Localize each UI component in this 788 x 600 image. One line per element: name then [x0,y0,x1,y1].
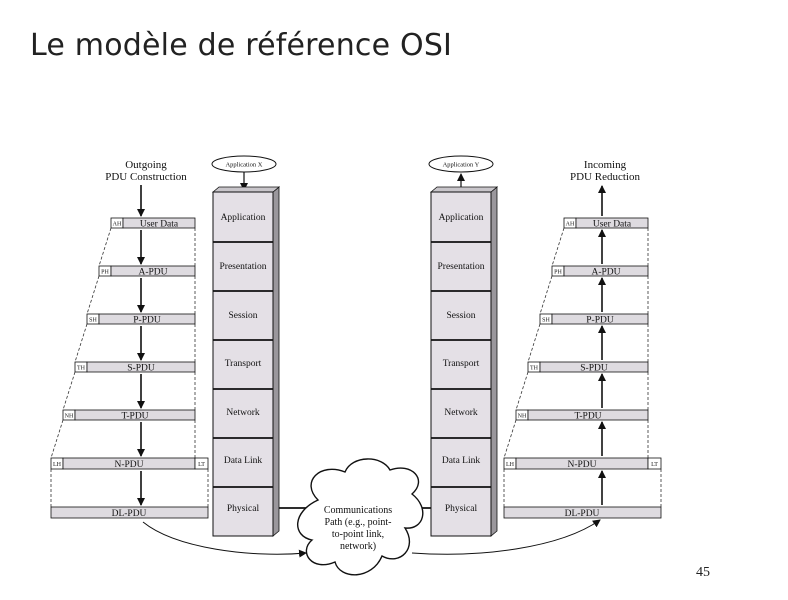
right-pdu-dlpdu: DL-PDU [503,506,662,519]
right-layer-physical: Physical [445,504,478,514]
left-osi-stack: Application Presentation Session Transpo… [211,186,281,537]
app-x-ellipse: Application X [211,155,277,173]
right-layer-session: Session [446,311,475,321]
left-layer-session: Session [228,311,257,321]
right-layer-network: Network [444,408,477,418]
left-pdu-label-userdata: User Data [140,220,179,230]
left-pdu-userdata: AH User Data [110,217,196,230]
right-dashed-guides [503,227,662,507]
right-pdu-spdu: TH S-PDU [527,361,649,374]
app-y-label: Application Y [443,162,480,169]
right-pdu-userdata: AH User Data [563,217,649,230]
app-x-label: Application X [225,162,262,169]
right-trailer-lt: LT [651,462,658,468]
left-dashed-guides [50,227,209,507]
app-y-ellipse: Application Y [428,155,494,173]
left-pdu-tpdu: NH T-PDU [62,409,196,422]
right-header-nh: NH [518,414,527,420]
incoming-caption-line2: PDU Reduction [570,171,640,183]
cloud-text-line2: Path (e.g., point- [325,517,392,528]
right-layer-presentation: Presentation [438,262,485,272]
flow-arrow-to-cloud [142,521,307,558]
right-pdu-label-dlpdu: DL-PDU [565,509,600,519]
right-pdu-label-npdu: N-PDU [567,460,596,470]
left-pdu-label-npdu: N-PDU [114,460,143,470]
flow-arrow-from-cloud [411,519,601,555]
right-pdu-label-userdata: User Data [593,220,632,230]
left-layer-datalink: Data Link [224,456,263,466]
right-pdu-label-apdu: A-PDU [591,268,620,278]
left-layer-presentation: Presentation [220,262,267,272]
right-layer-application: Application [439,213,484,223]
right-layer-transport: Transport [443,359,480,369]
right-pdu-npdu: LH N-PDU LT [503,457,662,470]
incoming-caption-line1: Incoming [584,159,627,171]
left-pdu-label-spdu: S-PDU [127,364,155,374]
right-pdu-apdu: PH A-PDU [551,265,649,278]
left-layer-network: Network [226,408,259,418]
page-number: 45 [696,565,710,580]
left-header-lh: LH [53,462,62,468]
left-header-nh: NH [65,414,74,420]
cloud-text-line1: Communications [324,505,392,516]
outgoing-caption-line2: PDU Construction [105,171,187,183]
right-header-th: TH [530,366,539,372]
right-header-ph: PH [554,270,562,276]
cloud-text-line4: network) [340,541,376,552]
left-pdu-npdu: LH N-PDU LT [50,457,209,470]
left-pdu-label-apdu: A-PDU [138,268,167,278]
left-header-ph: PH [101,270,109,276]
left-trailer-lt: LT [198,462,205,468]
left-layer-physical: Physical [227,504,260,514]
left-pdu-dlpdu: DL-PDU [50,506,209,519]
left-header-ah: AH [113,222,122,228]
right-layer-datalink: Data Link [442,456,481,466]
left-header-th: TH [77,366,86,372]
left-layer-application: Application [221,213,266,223]
left-pdu-ppdu: SH P-PDU [86,313,196,326]
left-pdu-label-ppdu: P-PDU [133,316,161,326]
right-header-lh: LH [506,462,515,468]
left-pdu-apdu: PH A-PDU [98,265,196,278]
left-layer-transport: Transport [225,359,262,369]
cloud-text-line3: to-point link, [332,529,384,540]
right-header-ah: AH [566,222,575,228]
right-pdu-ppdu: SH P-PDU [539,313,649,326]
left-pdu-label-tpdu: T-PDU [121,412,148,422]
right-pdu-tpdu: NH T-PDU [515,409,649,422]
left-pdu-spdu: TH S-PDU [74,361,196,374]
right-pdu-label-ppdu: P-PDU [586,316,614,326]
slide-title: Le modèle de référence OSI [30,28,453,63]
right-pdu-label-spdu: S-PDU [580,364,608,374]
left-header-sh: SH [89,318,97,324]
left-pdu-label-dlpdu: DL-PDU [112,509,147,519]
outgoing-caption-line1: Outgoing [125,159,167,171]
right-header-sh: SH [542,318,550,324]
right-osi-stack: Application Presentation Session Transpo… [429,186,499,537]
right-pdu-label-tpdu: T-PDU [574,412,601,422]
